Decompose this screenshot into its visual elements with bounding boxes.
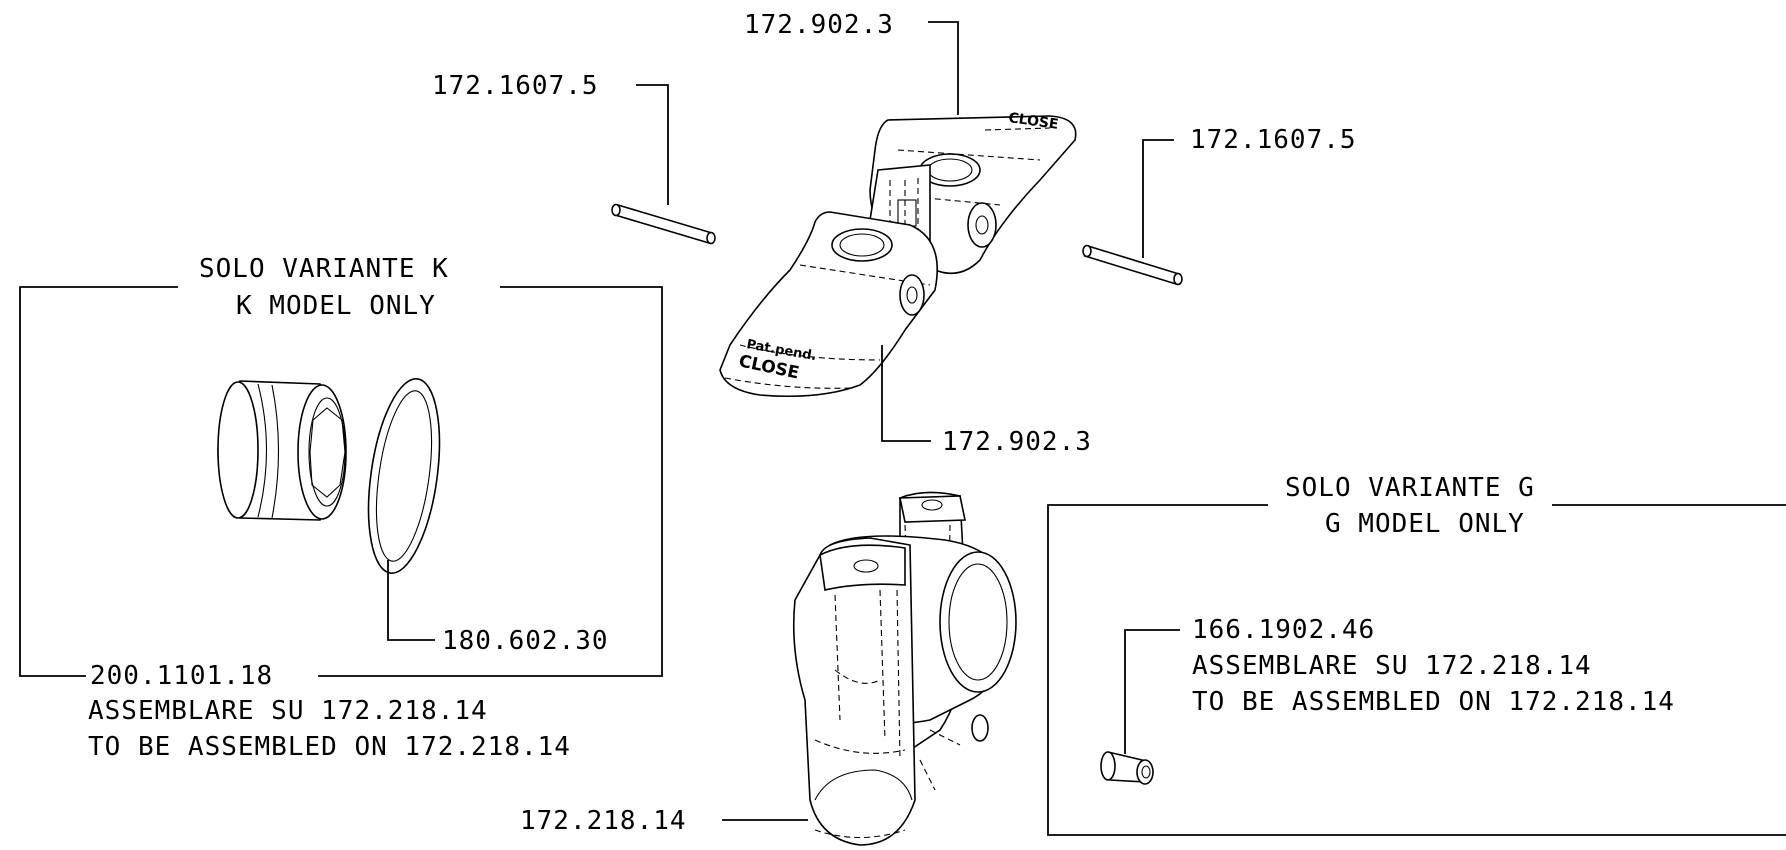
g-variant-title-en: G MODEL ONLY [1325, 509, 1525, 539]
k-variant-panel [19, 286, 663, 677]
pin-right [1082, 244, 1183, 286]
k-assemble-note-en: TO BE ASSEMBLED ON 172.218.14 [88, 732, 571, 762]
pin-left-callout: 172.1607.5 [432, 71, 599, 101]
pin-left [611, 203, 716, 245]
bushing-part [217, 380, 347, 521]
main-body-part [792, 491, 1017, 846]
body-callout: 172.218.14 [520, 806, 687, 836]
k-variant-title-en: K MODEL ONLY [236, 291, 436, 321]
g-assemble-note-it: ASSEMBLARE SU 172.218.14 [1192, 651, 1592, 681]
washer-callout: 180.602.30 [442, 626, 609, 656]
threaded-insert-part [1100, 751, 1154, 785]
bottom-link-leader [881, 345, 931, 442]
insert-leader [1124, 629, 1180, 754]
top-link-callout: 172.902.3 [744, 10, 894, 40]
k-assemble-note-it: ASSEMBLARE SU 172.218.14 [88, 696, 488, 726]
svg-text:CLOSE: CLOSE [1007, 110, 1059, 133]
insert-callout: 166.1902.46 [1192, 615, 1375, 645]
bushing-callout: 200.1101.18 [90, 661, 273, 691]
pin-left-leader [636, 84, 669, 205]
pin-right-callout: 172.1607.5 [1190, 125, 1357, 155]
washer-part [367, 378, 441, 574]
pin-right-leader [1142, 139, 1174, 258]
top-link-leader [928, 21, 959, 115]
lower-link-part: Pat.pend. CLOSE [719, 211, 938, 398]
washer-leader [387, 560, 435, 641]
g-assemble-note-en: TO BE ASSEMBLED ON 172.218.14 [1192, 687, 1675, 717]
g-variant-title-it: SOLO VARIANTE G [1285, 473, 1535, 503]
k-variant-title-it: SOLO VARIANTE K [199, 254, 449, 284]
bottom-link-callout: 172.902.3 [942, 427, 1092, 457]
g-variant-panel [1047, 504, 1786, 836]
